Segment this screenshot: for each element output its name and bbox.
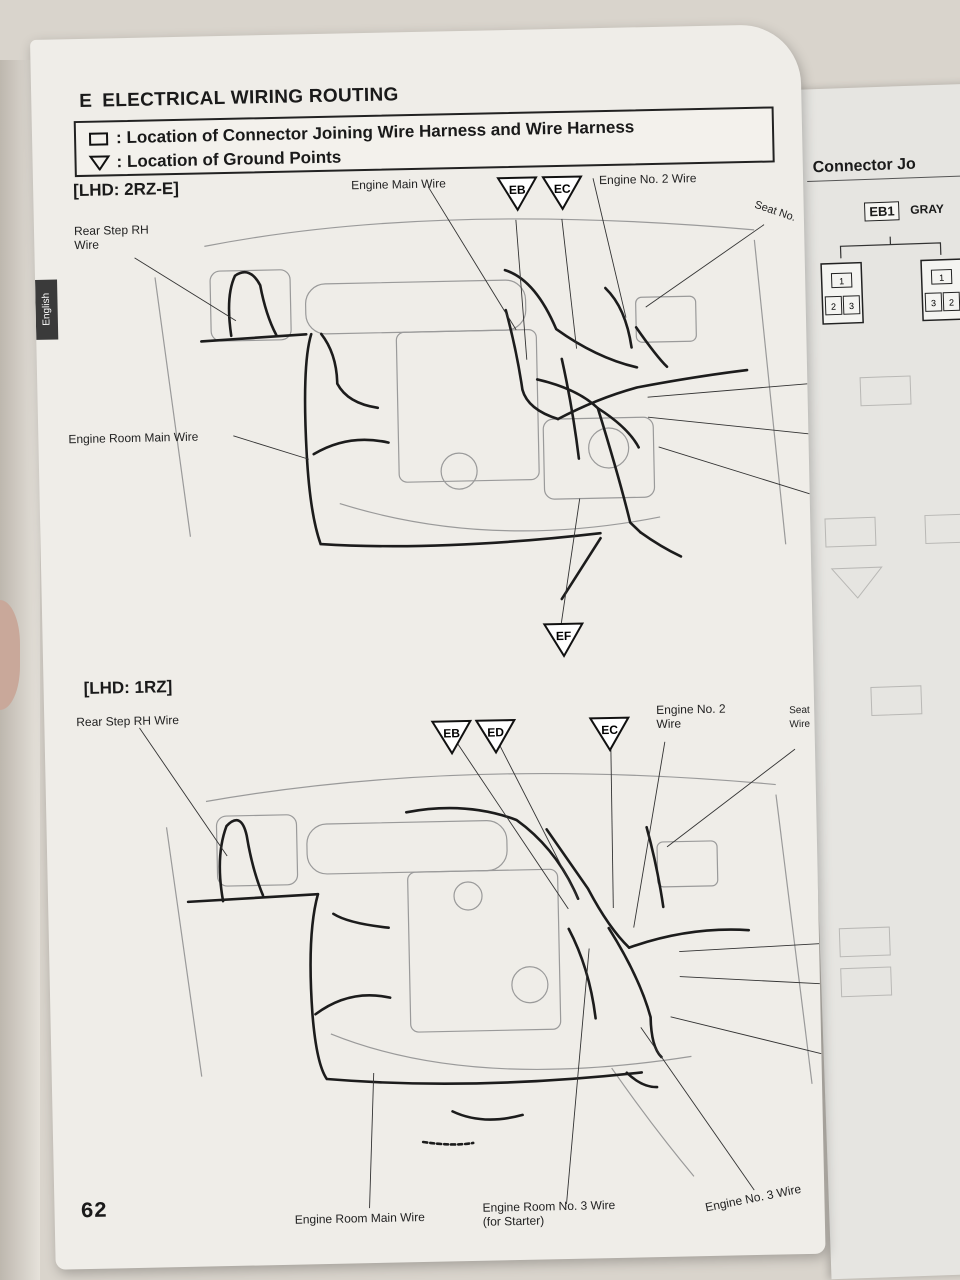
label-seat-wire-2: Seat Wire: [789, 704, 811, 731]
wiring-diagrams-art: EB EC EF: [134, 175, 822, 1209]
ground-eb-icon: [496, 176, 538, 212]
ground-ef-label: EF: [556, 629, 572, 643]
diagram2-title: [LHD: 1RZ]: [83, 677, 173, 699]
label-rear-step-rh-wire: Rear Step RH Wire: [73, 222, 149, 253]
ground-eb-label: EB: [443, 726, 460, 740]
pin-l1: 1: [839, 276, 844, 286]
page-number: 62: [80, 1198, 108, 1225]
connector-code: EB1: [863, 201, 900, 222]
pin-r3: 3: [931, 298, 936, 308]
legend-connector: : Location of Connector Joining Wire Har…: [88, 117, 635, 148]
label-engine-main-wire: Engine Main Wire: [350, 176, 446, 193]
ground-eb-icon: [430, 719, 473, 756]
ground-ec-icon: [541, 175, 583, 211]
label-engine-room-main-wire-2: Engine Room Main Wire: [294, 1209, 425, 1227]
legend-ground: : Location of Ground Points: [88, 148, 341, 173]
label-engine-room-no3-wire: Engine Room No. 3 Wire (for Starter): [482, 1198, 616, 1229]
diagram2-leader-lines: [139, 727, 822, 1209]
label-engine-room-main-wire: Engine Room Main Wire: [68, 429, 199, 447]
diagram1-wire-harness: [200, 268, 749, 601]
diagram1-ground-markers: EB EC EF: [496, 175, 585, 658]
diagram2-engine-bay: [165, 772, 813, 1177]
pin-r1: 1: [939, 273, 944, 283]
faded-background-boxes: [824, 375, 960, 998]
right-page-title-underline: [807, 174, 960, 182]
square-symbol-icon: [88, 132, 109, 146]
right-page: Connector Jo EB1 GRAY 1 2 3 1 3 2: [790, 83, 960, 1280]
ground-ec-label: EC: [601, 723, 618, 737]
pin-r2: 2: [949, 297, 954, 307]
ground-ec-label: EC: [554, 182, 571, 196]
ground-ed-icon: [474, 718, 517, 755]
connector-color: GRAY: [910, 201, 945, 217]
diagram1-leader-lines: [134, 178, 810, 630]
legend-box: : Location of Connector Joining Wire Har…: [73, 106, 775, 178]
connector-drawing: 1 2 3 1 3 2: [820, 236, 960, 325]
ground-ed-label: ED: [487, 725, 504, 739]
label-rear-step-rh-wire-2: Rear Step RH Wire: [76, 713, 180, 730]
ground-ef-icon: [542, 622, 585, 658]
label-engine-no2-wire: Engine No. 2 Wire: [598, 171, 697, 188]
diagram2-ground-markers: EB ED EC: [430, 716, 631, 756]
diagram2-wire-harness: [186, 806, 751, 1146]
ground-ec-icon: [588, 716, 631, 752]
thumb: [0, 600, 20, 710]
triangle-symbol-icon: [88, 155, 111, 171]
pin-l3: 3: [849, 301, 854, 311]
pin-l2: 2: [831, 302, 836, 312]
label-engine-no2-wire-2: Engine No. 2 Wire: [656, 701, 726, 732]
diagram1-engine-bay: [154, 218, 787, 545]
ground-eb-label: EB: [509, 183, 526, 197]
